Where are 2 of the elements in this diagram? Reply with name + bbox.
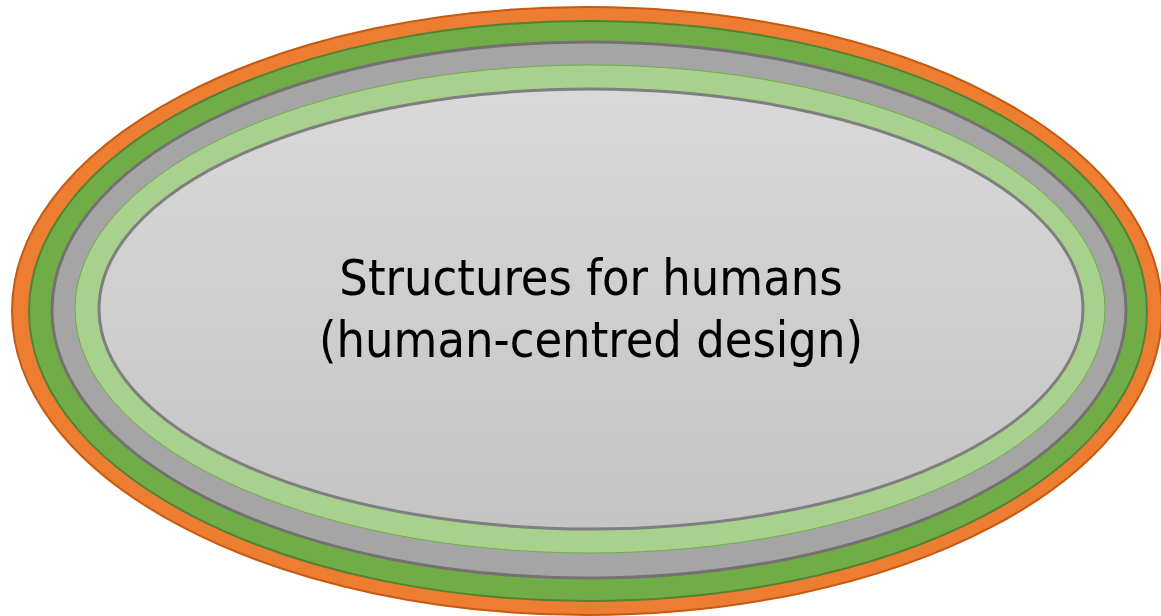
ellipse-node (97, 87, 1085, 531)
node-text: Structures for humans (human-centred design) (318, 248, 864, 371)
